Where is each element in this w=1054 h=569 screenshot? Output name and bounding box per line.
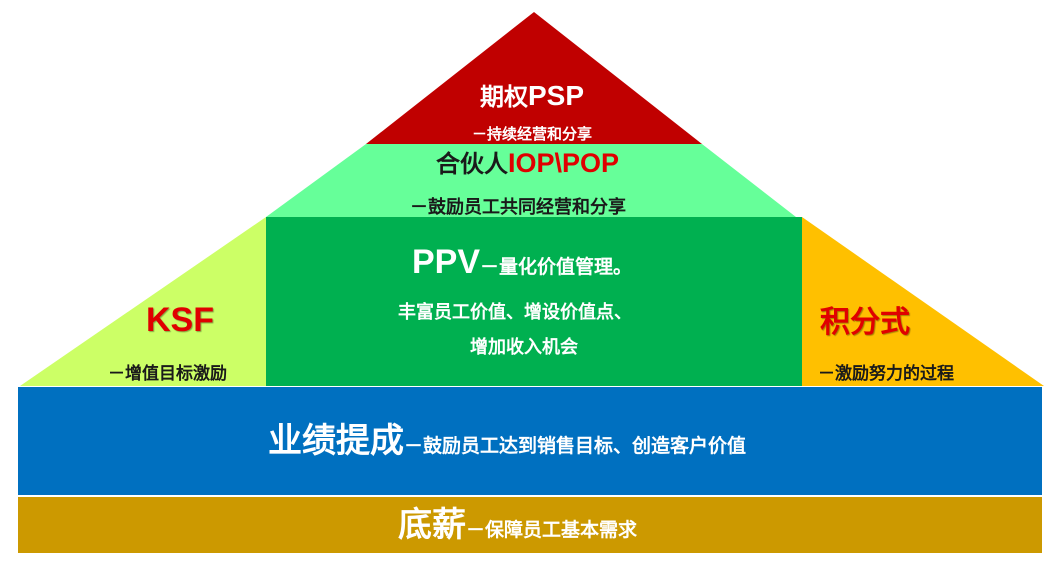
ksf-subtitle: －增值目标激励 bbox=[108, 364, 227, 384]
points-tier bbox=[802, 217, 1044, 386]
partner-subtitle: －鼓励员工共同经营和分享 bbox=[410, 197, 626, 218]
base-label: 底薪－保障员工基本需求 bbox=[398, 508, 637, 542]
psp-title: 期权PSP bbox=[480, 82, 584, 110]
points-subtitle: －激励努力的过程 bbox=[818, 364, 954, 384]
psp-subtitle: －持续经营和分享 bbox=[472, 125, 593, 143]
ppv-line-1: 丰富员工价值、增设价值点、 bbox=[398, 302, 632, 323]
psp-tier bbox=[366, 12, 702, 144]
ppv-title: PPV－量化价值管理。 bbox=[412, 245, 632, 279]
ppv-tier bbox=[266, 217, 802, 386]
base-title: 底薪 bbox=[398, 505, 466, 545]
commission-subtitle: －鼓励员工达到销售目标、创造客户价值 bbox=[404, 435, 747, 457]
psp-acronym: PSP bbox=[528, 80, 585, 111]
ppv-acronym: PPV bbox=[412, 243, 481, 281]
partner-prefix: 合伙人 bbox=[436, 149, 508, 178]
base-subtitle: －保障员工基本需求 bbox=[466, 519, 638, 541]
psp-prefix: 期权 bbox=[480, 82, 528, 111]
ksf-tier bbox=[20, 217, 266, 386]
commission-tier bbox=[18, 387, 1042, 495]
commission-title: 业绩提成 bbox=[268, 421, 404, 461]
partner-acronym: IOP\POP bbox=[508, 148, 620, 178]
ppv-title-suffix: －量化价值管理。 bbox=[480, 256, 633, 278]
ksf-title: KSF bbox=[146, 301, 214, 339]
partner-title: 合伙人IOP\POP bbox=[436, 150, 619, 177]
commission-label: 业绩提成－鼓励员工达到销售目标、创造客户价值 bbox=[268, 424, 746, 458]
ppv-line-2: 增加收入机会 bbox=[470, 337, 578, 358]
points-title: 积分式 bbox=[820, 305, 910, 340]
partner-tier bbox=[266, 144, 796, 217]
base-tier bbox=[18, 497, 1042, 553]
